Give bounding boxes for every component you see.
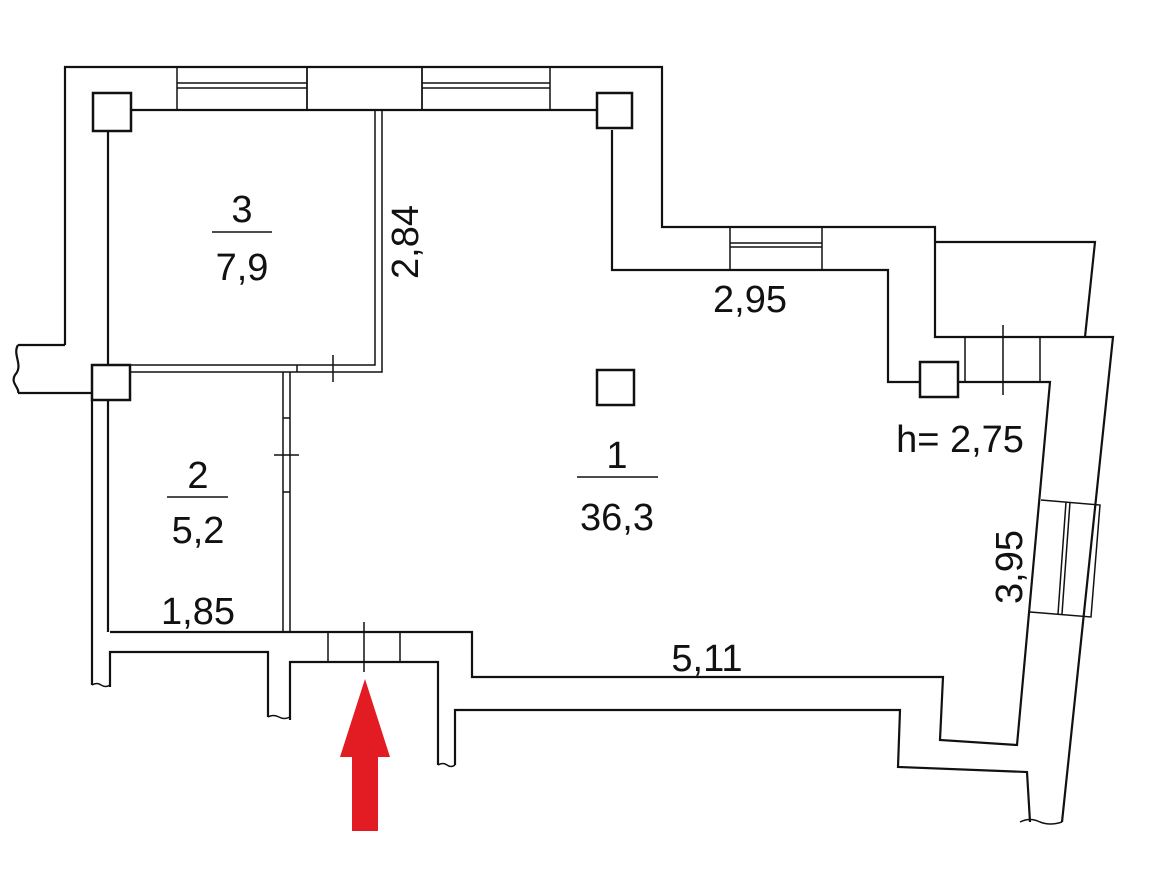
entrance-arrow-icon: [340, 679, 390, 831]
ceiling-height: h= 2,75: [896, 419, 1024, 461]
room-1-label: 1 36,3: [577, 435, 658, 539]
room-area: 36,3: [580, 497, 654, 539]
dimension-room1-bottom: 5,11: [671, 638, 742, 680]
room-2-label: 2 5,2: [167, 455, 228, 552]
dimension-room1-top: 2,95: [713, 279, 787, 321]
dimension-room1-right: 3,95: [989, 530, 1031, 604]
room-number: 3: [231, 189, 252, 231]
column: [595, 368, 636, 407]
partitions: [130, 110, 383, 632]
room-area: 5,2: [172, 510, 225, 552]
dimension-room2-width: 1,85: [161, 591, 235, 633]
windows: [176, 66, 1101, 618]
room-3-label: 3 7,9: [212, 189, 272, 289]
column: [91, 91, 133, 133]
columns: [90, 91, 960, 407]
doors: [327, 325, 1041, 672]
room-number: 1: [606, 435, 627, 477]
room-area: 7,9: [216, 247, 269, 289]
column: [595, 91, 634, 130]
column: [90, 363, 132, 402]
column: [918, 360, 960, 399]
dimension-room3-height: 2,84: [385, 205, 427, 279]
room-number: 2: [187, 455, 208, 497]
